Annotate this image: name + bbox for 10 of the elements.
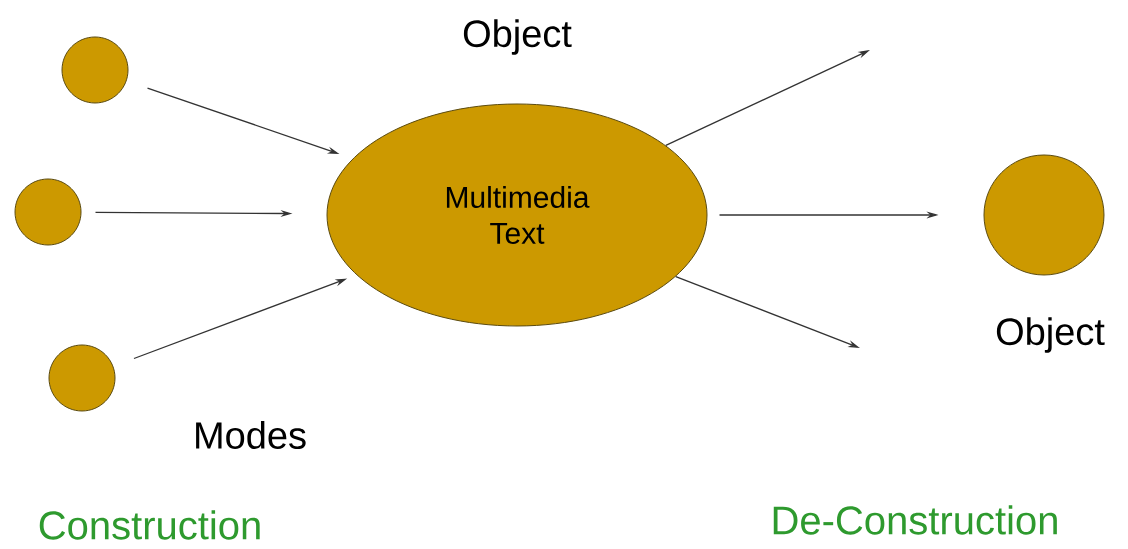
circle-node: [61, 36, 129, 104]
heading: De-Construction: [773, 505, 1057, 535]
ellipse-node: Multimedia Text: [326, 103, 708, 327]
text-label: Modes: [196, 421, 306, 449]
node-caption: Object: [996, 317, 1105, 353]
circle-node: [14, 178, 82, 246]
circle-node: [983, 154, 1105, 276]
text-label: Object: [463, 19, 572, 55]
heading: Construction: [39, 510, 260, 540]
circle-node: [48, 344, 116, 412]
